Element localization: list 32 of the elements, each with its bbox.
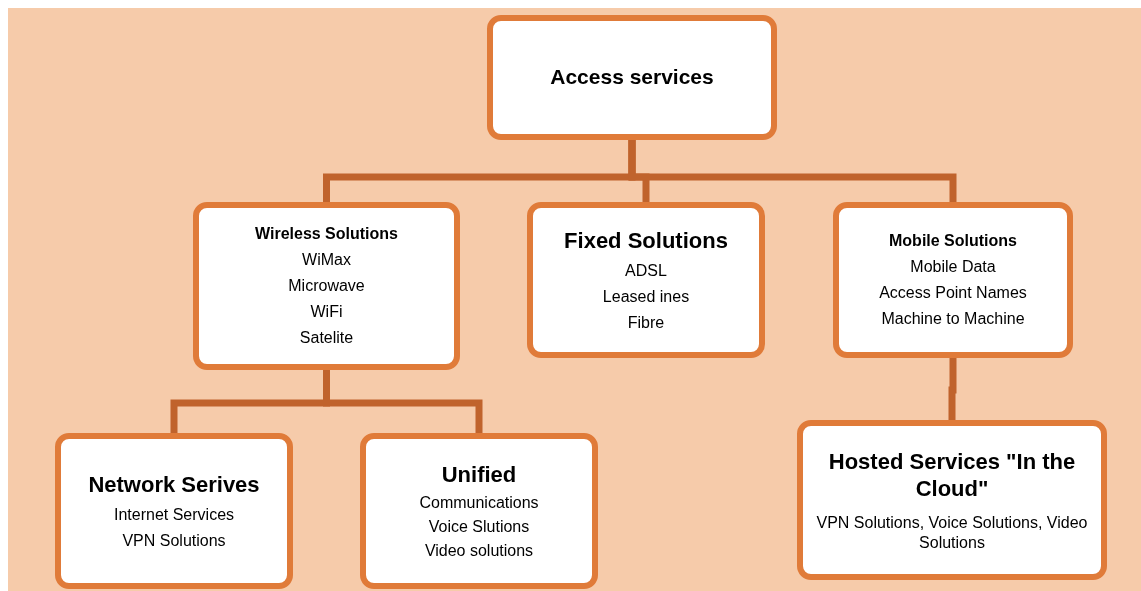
box-item: Machine to Machine bbox=[881, 309, 1025, 329]
box-item: Internet Services bbox=[113, 504, 235, 525]
box-item: Satelite bbox=[299, 328, 354, 348]
text-box bbox=[55, 433, 293, 589]
box-heading: Unified bbox=[441, 461, 517, 489]
box-item: Microwave bbox=[288, 276, 365, 296]
box-item: VPN Solutions, Voice Solutions, Video Solutions bbox=[815, 512, 1089, 553]
text-box bbox=[527, 202, 765, 358]
box-item: Video solutions bbox=[424, 540, 534, 561]
box-item: Communications bbox=[419, 492, 539, 513]
box-heading: Hosted Services "In the Cloud" bbox=[827, 447, 1077, 503]
box-item: Fibre bbox=[627, 312, 665, 333]
box-item: ADSL bbox=[625, 260, 667, 281]
text-box bbox=[487, 15, 777, 140]
connector-line bbox=[948, 358, 957, 420]
box-heading: Mobile Solutions bbox=[889, 231, 1017, 251]
text-box bbox=[833, 202, 1073, 358]
box-item: WiMax bbox=[302, 250, 351, 270]
box-item: Mobile Data bbox=[910, 257, 996, 277]
box-item: Access Point Names bbox=[879, 283, 1027, 303]
box-heading: Access services bbox=[550, 64, 714, 91]
box-heading: Wireless Solutions bbox=[255, 224, 398, 244]
box-item: Leased ines bbox=[602, 286, 690, 307]
connector-line bbox=[628, 140, 957, 202]
text-box bbox=[360, 433, 598, 589]
text-box bbox=[797, 420, 1107, 580]
text-box bbox=[193, 202, 460, 370]
box-item: Voice Slutions bbox=[428, 516, 530, 537]
box-item: VPN Solutions bbox=[122, 530, 226, 551]
box-item: WiFi bbox=[310, 302, 343, 322]
box-heading: Network Serives bbox=[88, 471, 260, 499]
box-heading: Fixed Solutions bbox=[564, 227, 728, 255]
